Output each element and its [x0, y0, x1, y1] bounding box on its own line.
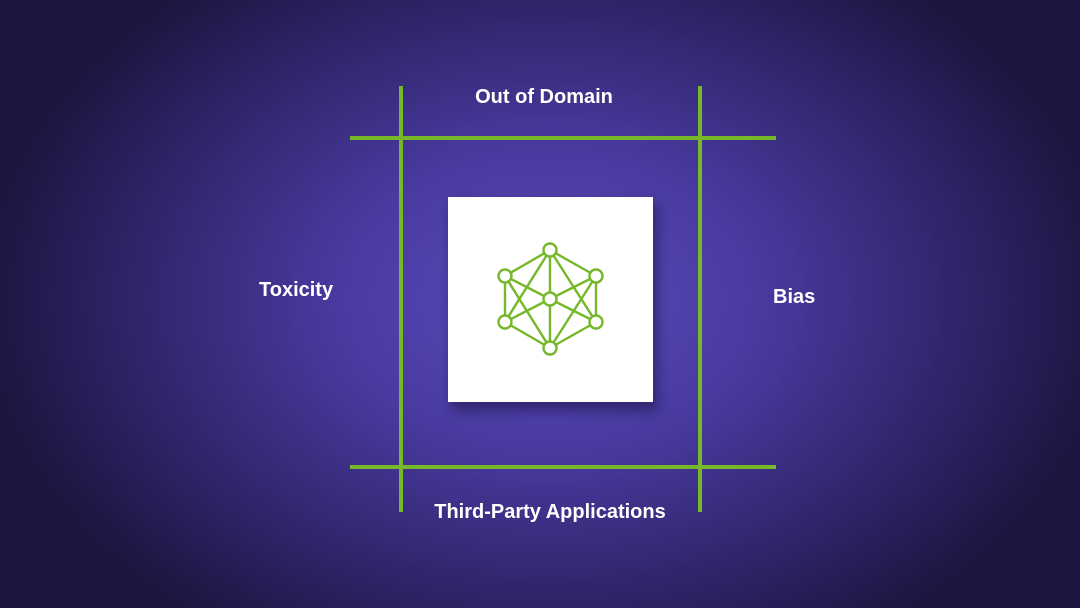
label-bias: Bias [773, 286, 816, 308]
label-third-party-applications: Third-Party Applications [434, 501, 666, 523]
guardrail-line-right [698, 86, 702, 512]
guardrail-line-top [350, 136, 776, 140]
neural-network-icon [497, 242, 604, 356]
guardrail-line-bottom [350, 465, 776, 469]
label-toxicity: Toxicity [259, 279, 334, 301]
label-out-of-domain: Out of Domain [475, 86, 613, 108]
guardrail-line-left [399, 86, 403, 512]
